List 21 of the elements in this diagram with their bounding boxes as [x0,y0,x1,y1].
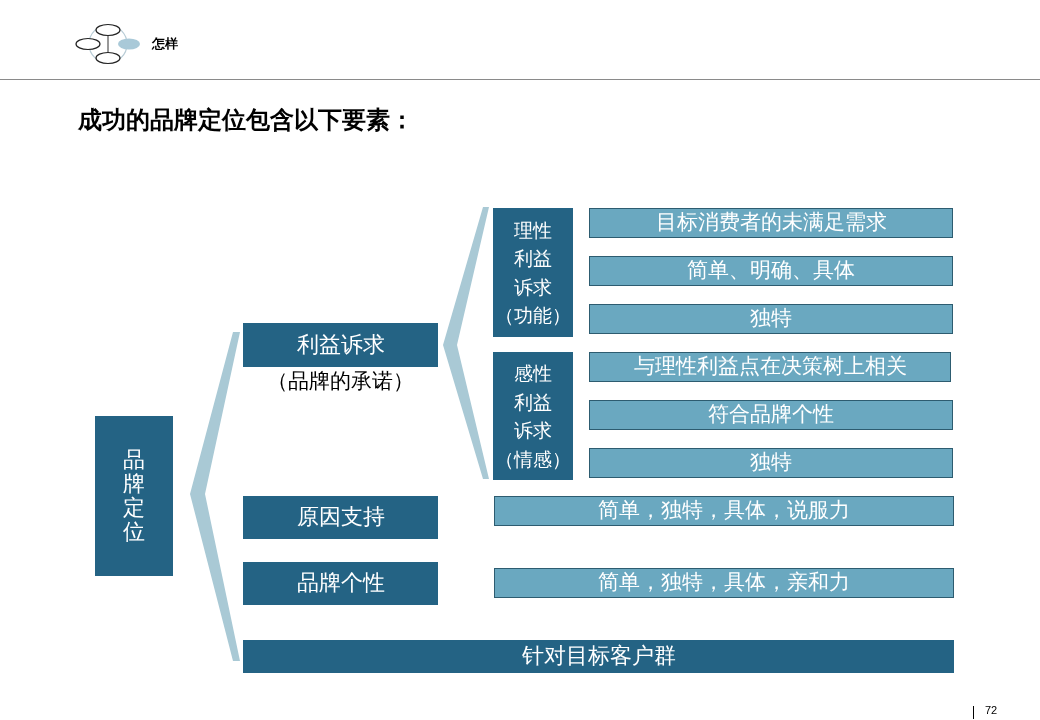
root-box: 品牌定位 [95,416,173,576]
bracket [441,205,491,481]
attribute-box: 与理性利益点在决策树上相关 [589,352,951,382]
attribute-box: 独特 [589,448,953,478]
page-number: 72 [985,704,998,718]
attribute-box: 符合品牌个性 [589,400,953,430]
attribute-box: 简单，独特，具体，说服力 [494,496,954,526]
category-box: 原因支持 [243,496,438,539]
attribute-box: 目标消费者的未满足需求 [589,208,953,238]
category-box: 品牌个性 [243,562,438,605]
subtitle-text: （品牌的承诺） [266,368,415,395]
subcategory-box: 理性利益诉求（功能） [493,208,573,337]
category-box: 利益诉求 [243,323,438,367]
attribute-box: 简单，独特，具体，亲和力 [494,568,954,598]
attribute-box: 独特 [589,304,953,334]
subcategory-box: 感性利益诉求（情感） [493,352,573,480]
slide-title: 成功的品牌定位包含以下要素： [78,104,414,136]
attribute-box: 简单、明确、具体 [589,256,953,286]
bracket [188,330,243,663]
section-label: 怎样 [152,36,178,52]
banner-box: 针对目标客户群 [243,640,954,673]
